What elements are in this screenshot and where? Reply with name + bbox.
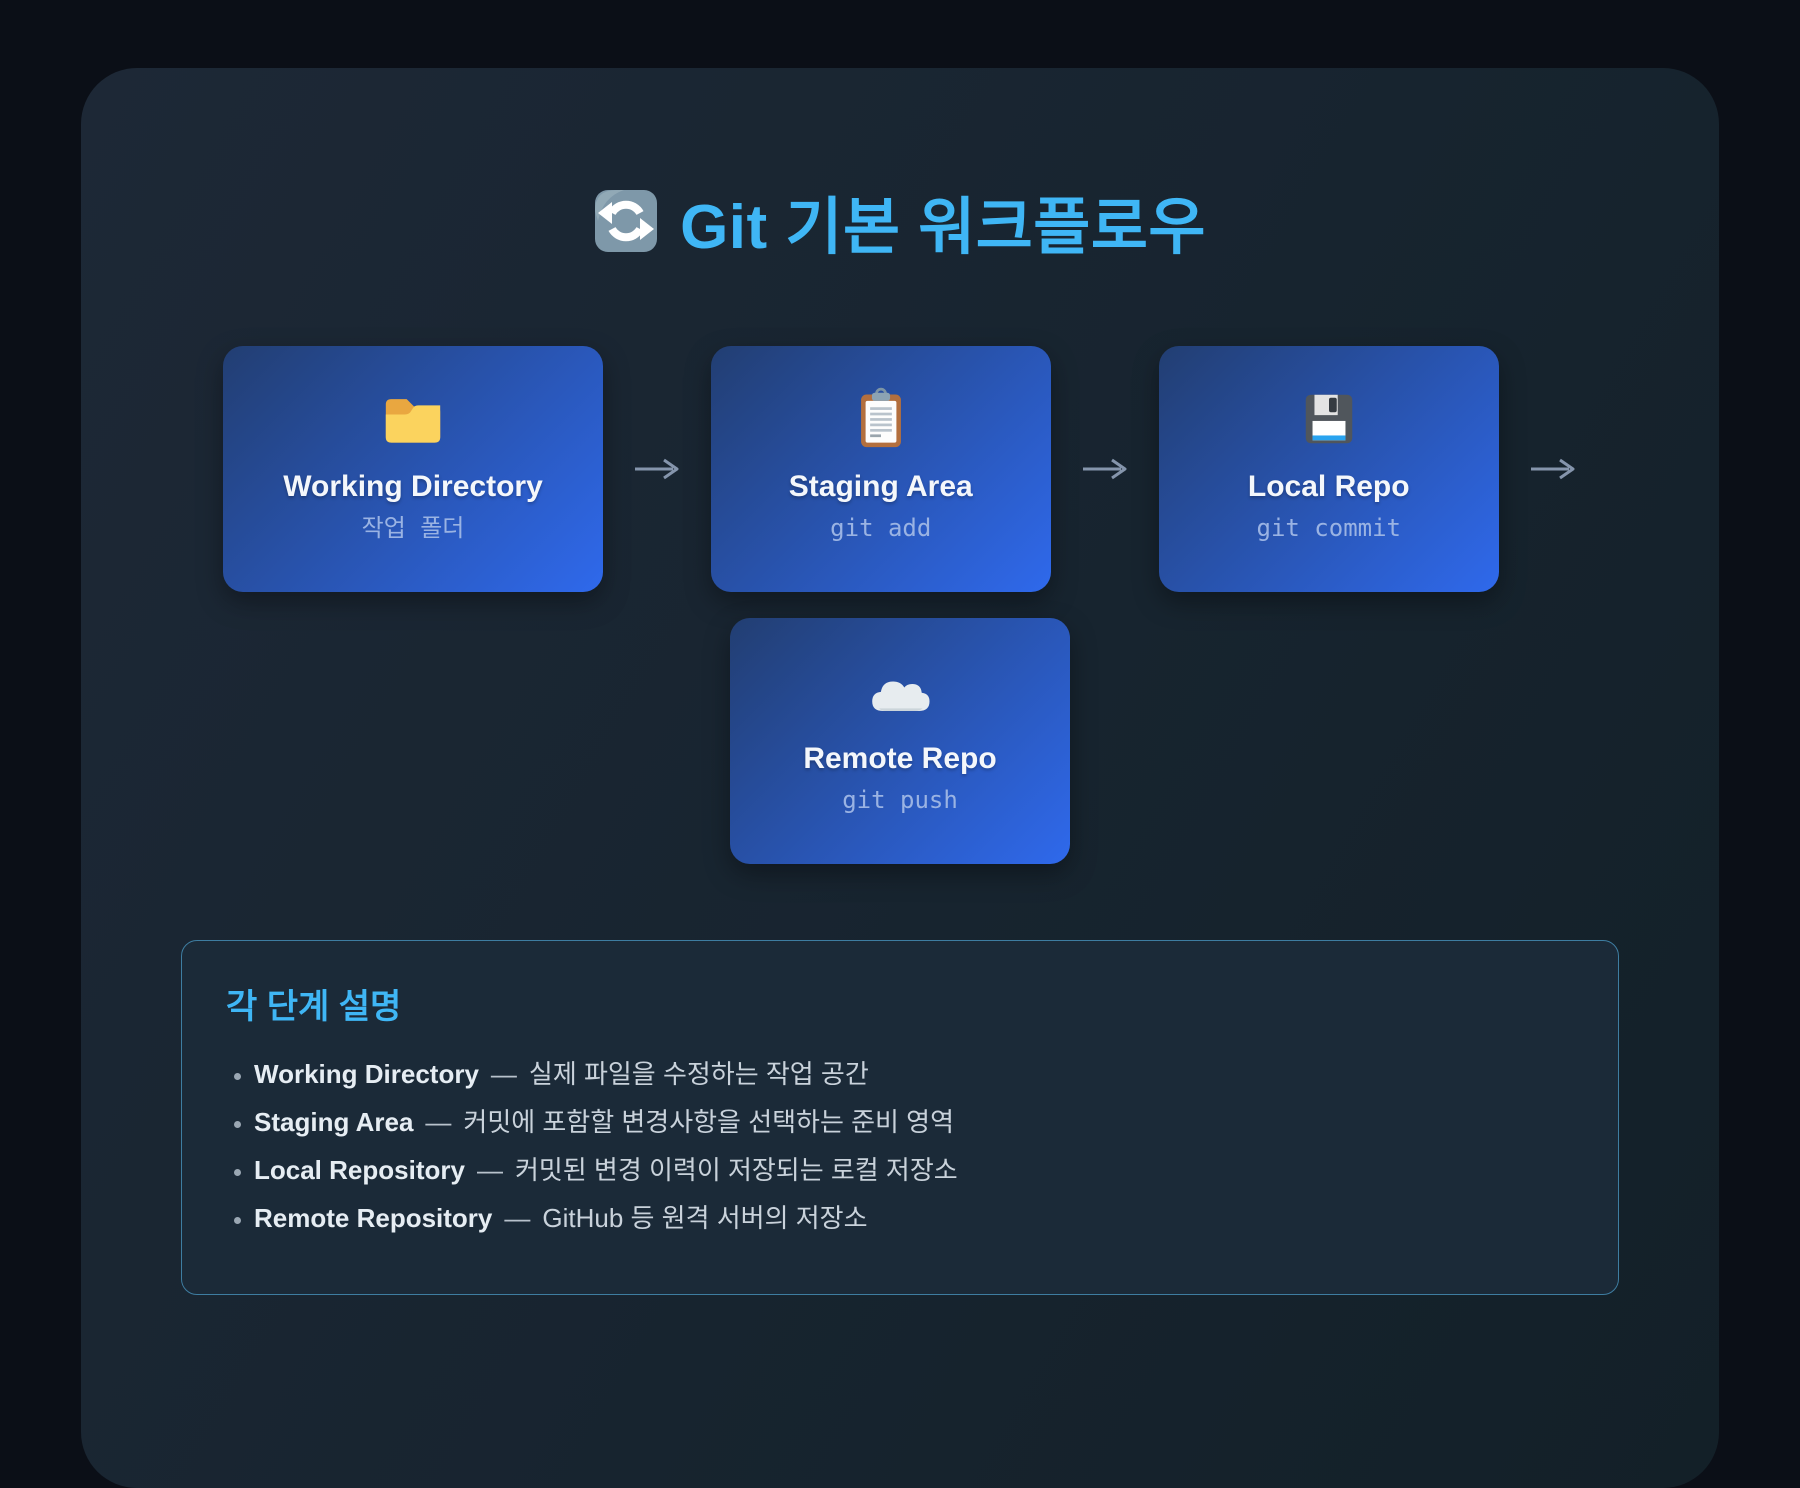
legend-item: Local Repository — 커밋된 변경 이력이 저장되는 로컬 저장소 [254, 1146, 1574, 1194]
legend-dash: — [476, 1155, 503, 1185]
legend-desc: 커밋에 포함할 변경사항을 선택하는 준비 영역 [463, 1107, 955, 1137]
legend-term: Working Directory [254, 1059, 479, 1089]
folder-icon [283, 386, 543, 452]
card-subtitle: git add [830, 514, 932, 542]
legend-desc: 커밋된 변경 이력이 저장되는 로컬 저장소 [514, 1155, 958, 1185]
legend-term: Local Repository [254, 1155, 465, 1185]
card-working-directory: Working Directory 작업 폴더 [223, 346, 603, 592]
flow-arrow-icon [634, 458, 679, 480]
legend-item: Remote Repository — GitHub 등 원격 서버의 저장소 [254, 1194, 1574, 1242]
legend-desc: GitHub 등 원격 서버의 저장소 [542, 1203, 868, 1233]
legend-panel: 각 단계 설명 Working Directory — 실제 파일을 수정하는 작업… [181, 940, 1619, 1295]
card-title: Remote Repo [803, 742, 997, 775]
legend-heading: 각 단계 설명 [226, 988, 402, 1026]
card-local-repo: Local Repo git commit [1158, 346, 1499, 592]
legend-dash: — [490, 1059, 517, 1089]
legend-term: Remote Repository [254, 1203, 493, 1233]
legend-term: Staging Area [254, 1107, 414, 1137]
card-subtitle: git commit [1256, 514, 1402, 542]
card-title: Working Directory [283, 470, 543, 503]
card-subtitle: 작업 폴더 [361, 514, 465, 542]
legend-item: Working Directory — 실제 파일을 수정하는 작업 공간 [254, 1050, 1574, 1098]
flow-arrow-icon [1082, 458, 1127, 480]
legend-dash: — [425, 1107, 452, 1137]
page-title-text: Git 기본 워크플로우 [680, 193, 1206, 262]
workflow-panel: Git 기본 워크플로우 Working Directory 작업 폴더 [81, 68, 1719, 1488]
card-remote-repo: Remote Repo git push [730, 618, 1070, 864]
card-subtitle: git push [842, 786, 958, 814]
legend-dash: — [504, 1203, 531, 1233]
legend-item: Staging Area — 커밋에 포함할 변경사항을 선택하는 준비 영역 [254, 1098, 1574, 1146]
card-title: Local Repo [1247, 470, 1410, 503]
workflow-diagram: Working Directory 작업 폴더 [121, 346, 1679, 864]
cycle-arrows-icon [595, 190, 658, 252]
page-title: Git 기본 워크플로우 [121, 176, 1679, 266]
card-staging-area: Staging Area git add [710, 346, 1051, 592]
card-title: Staging Area [788, 470, 973, 503]
clipboard-icon [771, 386, 991, 452]
legend-desc: 실제 파일을 수정하는 작업 공간 [528, 1059, 869, 1089]
flow-arrow-icon [1530, 458, 1575, 480]
cloud-icon [790, 658, 1010, 724]
legend-list: Working Directory — 실제 파일을 수정하는 작업 공간 Stag… [226, 1050, 1574, 1242]
floppy-disk-icon [1219, 386, 1439, 452]
